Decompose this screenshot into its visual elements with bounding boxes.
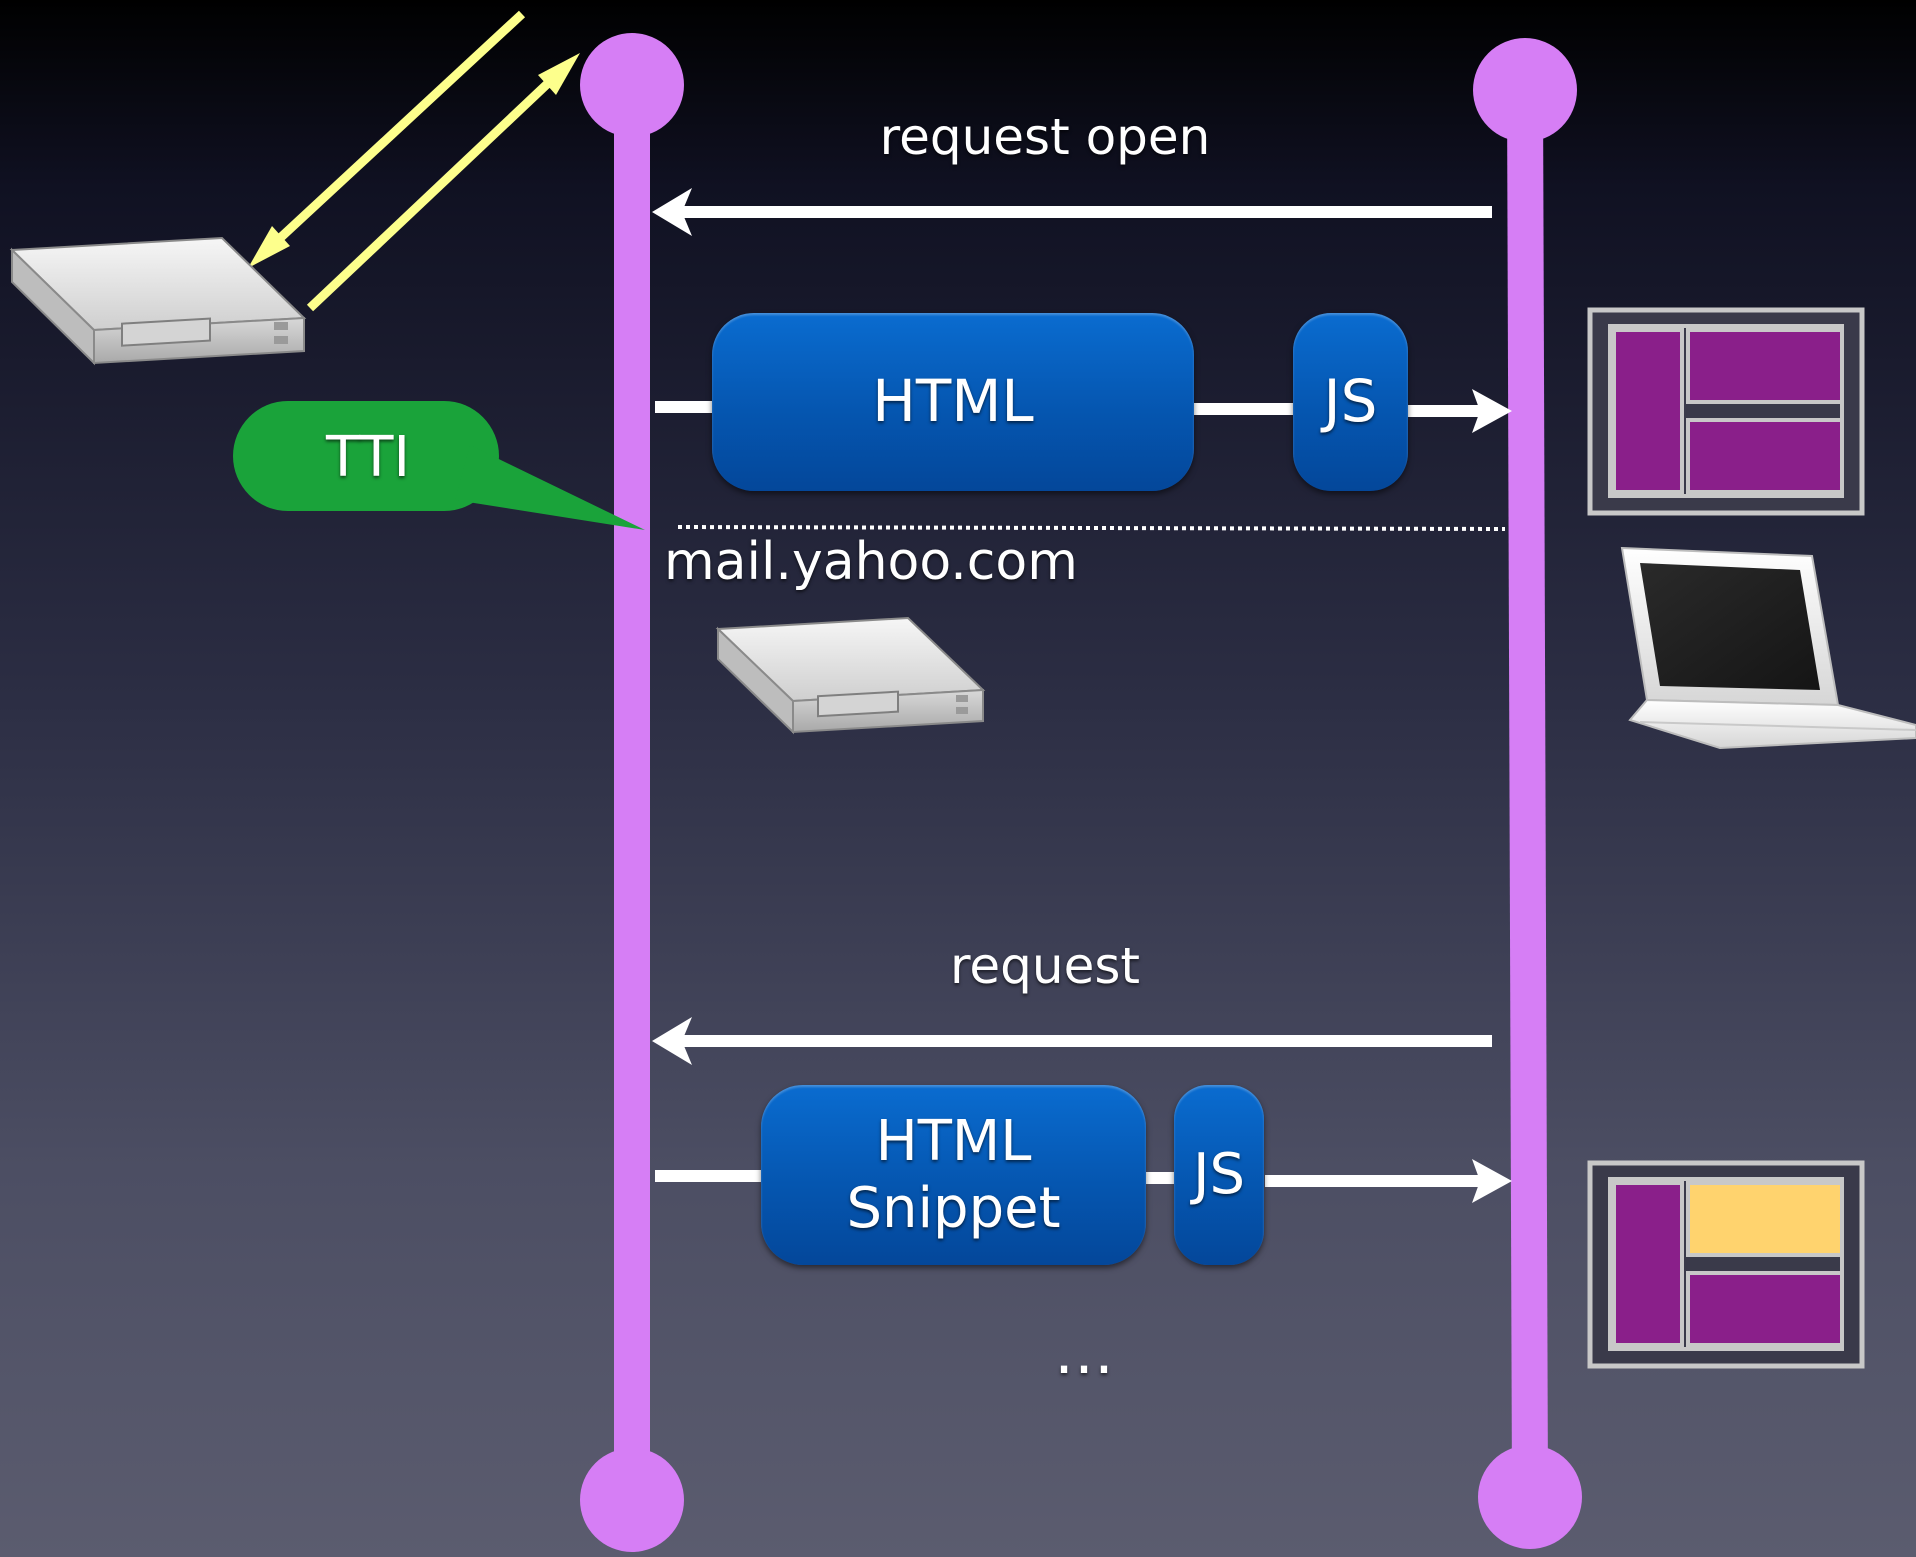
response-arrow	[655, 389, 1512, 433]
js-box-label: JS	[1323, 367, 1378, 436]
request-label: request	[949, 937, 1141, 995]
client-lifeline	[1473, 38, 1582, 1549]
browser-lifeline	[580, 33, 684, 1552]
html-snippet-line2: Snippet	[846, 1176, 1061, 1241]
js-box: JS	[1293, 313, 1408, 491]
request-arrow	[652, 1017, 1492, 1065]
tti-label: TTI	[326, 425, 410, 490]
domain-label: mail.yahoo.com	[664, 532, 1078, 592]
snippet-js-box: JS	[1174, 1085, 1264, 1265]
page-layout-icon	[1587, 1160, 1865, 1369]
html-box: HTML	[712, 313, 1194, 491]
snippet-js-box-label: JS	[1192, 1142, 1246, 1208]
server-icon	[9, 236, 307, 366]
ingress-arrows	[248, 10, 580, 312]
request-open-arrow	[652, 188, 1492, 236]
browser-lifeline-bottom-dot	[580, 1448, 684, 1552]
tti-bubble	[233, 401, 645, 530]
server-icon	[715, 616, 986, 735]
client-lifeline-bottom-dot	[1478, 1445, 1582, 1549]
html-snippet-box: HTML Snippet	[761, 1085, 1146, 1265]
tti-dotted-line	[677, 525, 1506, 531]
request-open-label: request open	[879, 108, 1211, 166]
ellipsis-label: …	[1054, 1318, 1114, 1388]
client-lifeline-top-dot	[1473, 38, 1577, 142]
page-layout-icon	[1587, 307, 1865, 516]
snippet-response-arrow	[655, 1159, 1512, 1203]
html-snippet-line1: HTML	[875, 1108, 1032, 1174]
html-box-label: HTML	[872, 367, 1034, 436]
laptop-icon	[1620, 546, 1916, 750]
browser-lifeline-top-dot	[580, 33, 684, 137]
